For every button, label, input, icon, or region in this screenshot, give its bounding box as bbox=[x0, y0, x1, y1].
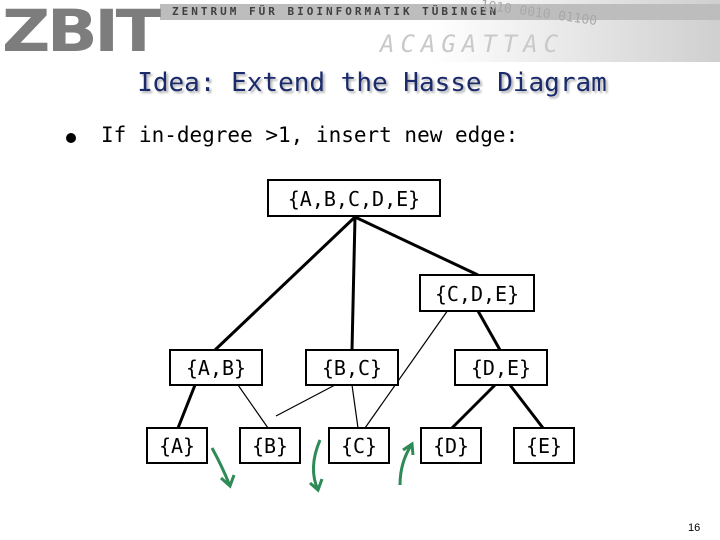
edge-bc-c bbox=[351, 384, 359, 429]
edge-ab-b bbox=[237, 384, 269, 429]
page-number: 16 bbox=[688, 522, 701, 534]
edge-abcde-cde bbox=[354, 215, 479, 277]
dna-sequence-decoration: ACAGATTAC bbox=[380, 30, 565, 58]
edge-abcde-ab bbox=[213, 215, 357, 352]
node-abcde: {A,B,C,D,E} bbox=[267, 179, 441, 217]
slide-title: Idea: Extend the Hasse Diagram bbox=[137, 68, 607, 98]
institution-bar bbox=[160, 4, 720, 20]
node-ab-label: {A,B} bbox=[186, 356, 246, 380]
node-c-label: {C} bbox=[341, 434, 377, 458]
edge-de-d bbox=[450, 383, 497, 430]
node-d: {D} bbox=[420, 427, 482, 464]
diagram-edges bbox=[176, 215, 545, 430]
edge-de-e bbox=[508, 384, 545, 429]
node-b-label: {B} bbox=[252, 434, 288, 458]
node-b: {B} bbox=[239, 427, 301, 464]
curved-arrow-c-icon bbox=[309, 439, 324, 493]
node-bc: {B,C} bbox=[305, 349, 399, 386]
edge-ab-a bbox=[176, 384, 197, 429]
zbit-logo: ZBIT bbox=[2, 0, 161, 62]
institution-name: ZENTRUM FÜR BIOINFORMATIK TÜBINGEN bbox=[172, 5, 500, 18]
node-ab: {A,B} bbox=[169, 349, 263, 386]
curved-arrows bbox=[210, 439, 415, 493]
diagram-nodes: {A,B,C,D,E} {C,D,E} {A,B} {B,C} {D,E} {A… bbox=[146, 179, 575, 464]
bullet-text: If in-degree >1, insert new edge: bbox=[101, 123, 519, 147]
node-e-label: {E} bbox=[526, 434, 562, 458]
node-a: {A} bbox=[146, 427, 208, 464]
header-banner: ZENTRUM FÜR BIOINFORMATIK TÜBINGEN 1010 … bbox=[0, 0, 720, 62]
edge-cde-c bbox=[364, 309, 449, 429]
node-de: {D,E} bbox=[454, 349, 548, 386]
edge-cde-de bbox=[476, 310, 502, 351]
node-de-label: {D,E} bbox=[471, 356, 531, 380]
edge-bc-b bbox=[275, 384, 336, 417]
edge-abcde-bc bbox=[350, 216, 357, 351]
node-c: {C} bbox=[328, 427, 390, 464]
node-d-label: {D} bbox=[433, 434, 469, 458]
node-a-label: {A} bbox=[159, 434, 195, 458]
curved-arrow-d-icon bbox=[398, 441, 415, 486]
node-e: {E} bbox=[513, 427, 575, 464]
node-cde-label: {C,D,E} bbox=[435, 282, 519, 306]
bullet-dot bbox=[66, 133, 76, 143]
node-cde: {C,D,E} bbox=[419, 274, 535, 312]
node-abcde-label: {A,B,C,D,E} bbox=[288, 187, 420, 211]
node-bc-label: {B,C} bbox=[322, 356, 382, 380]
curved-arrow-a-icon bbox=[210, 447, 236, 489]
